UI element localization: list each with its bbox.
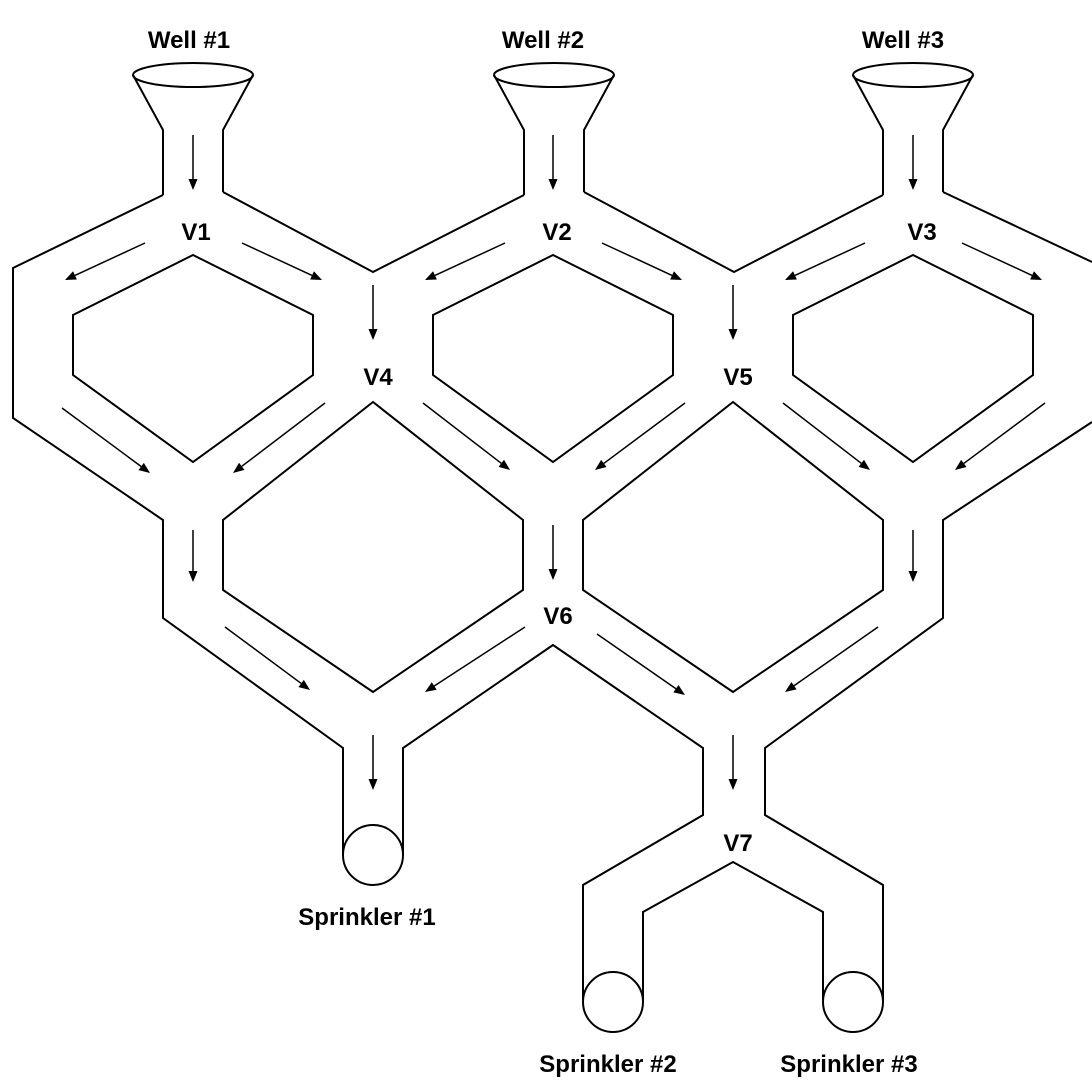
sprinkler-3-label: Sprinkler #3: [780, 1051, 917, 1078]
flow-arrow: [785, 242, 866, 280]
inner-hex-1: [72, 253, 314, 464]
flow-arrow: [782, 402, 870, 470]
inner-v7-wedge: [642, 860, 824, 1000]
flow-arrow: [596, 633, 685, 695]
valve-v1-label: V1: [181, 219, 210, 246]
valve-v6-label: V6: [543, 603, 572, 630]
valve-v4-label: V4: [363, 364, 393, 391]
well-3-label: Well #3: [862, 27, 944, 54]
well-2-funnel: [493, 62, 615, 195]
flow-arrow: [188, 135, 198, 190]
flow-arrow: [728, 285, 738, 340]
flow-arrow: [601, 242, 682, 280]
flow-arrow: [548, 525, 558, 580]
flow-arrow: [908, 530, 918, 582]
flow-arrow: [65, 242, 146, 280]
inner-diamond-2: [582, 400, 884, 694]
sprinkler-3-head: [822, 971, 884, 1033]
flow-arrow: [61, 407, 150, 473]
sprinkler-2-label: Sprinkler #2: [539, 1051, 676, 1078]
valve-v2-label: V2: [542, 219, 571, 246]
flow-arrow: [188, 530, 198, 582]
inner-diamond-1: [222, 400, 524, 694]
flow-arrow: [233, 402, 326, 473]
sprinkler-2-head: [582, 971, 644, 1033]
valve-v3-label: V3: [907, 219, 936, 246]
valve-v7-label: V7: [723, 830, 752, 857]
sprinkler-1-label: Sprinkler #1: [298, 904, 435, 931]
valve-v5-label: V5: [723, 364, 752, 391]
flow-arrow: [728, 735, 738, 790]
inner-hex-3: [792, 253, 1034, 464]
well-1-funnel: [132, 62, 254, 195]
flow-arrow: [425, 626, 526, 692]
flow-arrow: [368, 735, 378, 790]
flow-arrow: [422, 402, 510, 470]
well-3-funnel: [852, 62, 974, 195]
flow-arrow: [785, 626, 879, 692]
flow-arrow: [548, 135, 558, 190]
flow-arrow: [224, 626, 310, 690]
well-1-label: Well #1: [148, 27, 230, 54]
flow-arrows: [61, 135, 1046, 790]
flow-arrow: [595, 402, 686, 470]
well-2-label: Well #2: [502, 27, 584, 54]
flow-arrow: [955, 402, 1046, 470]
inner-hex-2: [432, 253, 674, 464]
sprinkler-1-head: [342, 824, 404, 886]
flow-arrow: [961, 242, 1042, 280]
flow-arrow: [241, 242, 322, 280]
outer-pipe-walls: [12, 191, 1092, 1000]
flow-arrow: [425, 242, 506, 280]
flow-arrow: [368, 285, 378, 340]
flow-arrow: [908, 135, 918, 190]
